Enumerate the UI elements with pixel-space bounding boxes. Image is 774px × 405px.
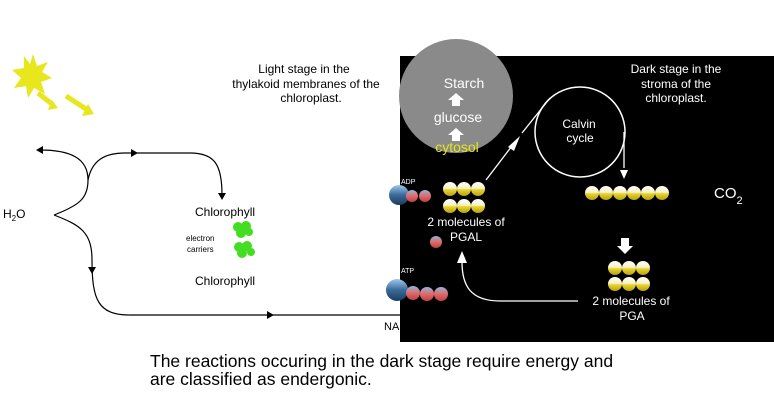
dark-stage-line2: stroma of the: [641, 77, 711, 91]
calvin-cycle-circle: [534, 86, 626, 178]
cytosol-label: cytosol: [435, 139, 479, 155]
chlorophyll-top-label: Chlorophyll: [195, 205, 255, 219]
sun-ray-arrowhead-1: [48, 100, 58, 110]
atp-base-icon: [386, 279, 408, 301]
starch-label: Starch: [444, 75, 484, 91]
light-stage-flow: [39, 149, 400, 316]
sun-ray-arrow-2: [64, 93, 88, 112]
cycle-down-arrowhead: [620, 170, 628, 179]
electron-carriers-line2: carriers: [187, 245, 214, 254]
dark-stage-line1: Dark stage in the: [631, 62, 722, 76]
atp-label: ATP: [401, 268, 414, 275]
pga-line2: PGA: [619, 309, 644, 323]
atp-phosphate-icon-1: [406, 286, 420, 300]
flow-arrowheads: [36, 146, 274, 319]
atp-phosphate-icon-2: [420, 287, 434, 301]
sun-ray-arrow-1: [36, 91, 54, 106]
co2-label: CO2: [714, 185, 743, 207]
pga-to-pgal-curve: [461, 261, 578, 302]
chlorophyll-bottom-label: Chlorophyll: [195, 274, 255, 288]
sun-icon: [12, 54, 52, 98]
pgal-to-cycle-arrowhead: [508, 136, 520, 151]
starch-up-arrow: [448, 93, 464, 106]
dark-stage-line3: chloroplast.: [645, 91, 706, 105]
chain-down-arrow: [617, 238, 633, 254]
caption: The reactions occuring in the dark stage…: [150, 352, 750, 388]
caption-line2: are classified as endergonic.: [150, 369, 372, 389]
adp-phosphate-icon-1: [406, 190, 418, 202]
nadph-label: NADPH: [384, 321, 423, 333]
caption-line1: The reactions occuring in the dark stage…: [150, 351, 614, 371]
pgal-line1: 2 molecules of: [427, 215, 505, 229]
six-carbon-chain: [585, 186, 669, 200]
light-stage-line3: chloroplast.: [280, 91, 341, 105]
light-stage-line1: Light stage in the: [258, 62, 350, 76]
water-label: H2O: [3, 207, 25, 223]
light-stage-line2: thylakoid membranes of the: [232, 77, 380, 91]
calvin-cycle-line1: Calvin: [562, 117, 595, 131]
glucose-label: glucose: [434, 109, 482, 125]
pga-molecule-group-bottom: [608, 277, 650, 291]
phosphate-molecule-icon: [430, 236, 442, 248]
cycle-return-line: [521, 97, 551, 134]
pgal-molecule-group-bottom: [443, 199, 485, 213]
atp-phosphate-icon-3: [434, 287, 448, 301]
electron-carrier-icon-2: [234, 241, 255, 258]
electron-carriers-line1: electron: [186, 234, 214, 243]
electron-carrier-icon-1: [233, 221, 253, 238]
adp-phosphate-icon-2: [419, 190, 431, 202]
calvin-cycle-line2: cycle: [566, 131, 594, 145]
pga-line1: 2 molecules of: [592, 294, 670, 308]
pga-molecule-group-top: [608, 261, 650, 275]
glucose-up-arrow: [448, 128, 464, 141]
pgal-line2: PGAL: [450, 230, 482, 244]
pgal-molecule-group-top: [443, 182, 485, 196]
pga-to-pgal-arrowhead: [457, 251, 467, 263]
adp-label: ADP: [401, 179, 416, 186]
sun-ray-arrowhead-2: [82, 104, 94, 116]
adp-base-icon: [389, 185, 409, 205]
